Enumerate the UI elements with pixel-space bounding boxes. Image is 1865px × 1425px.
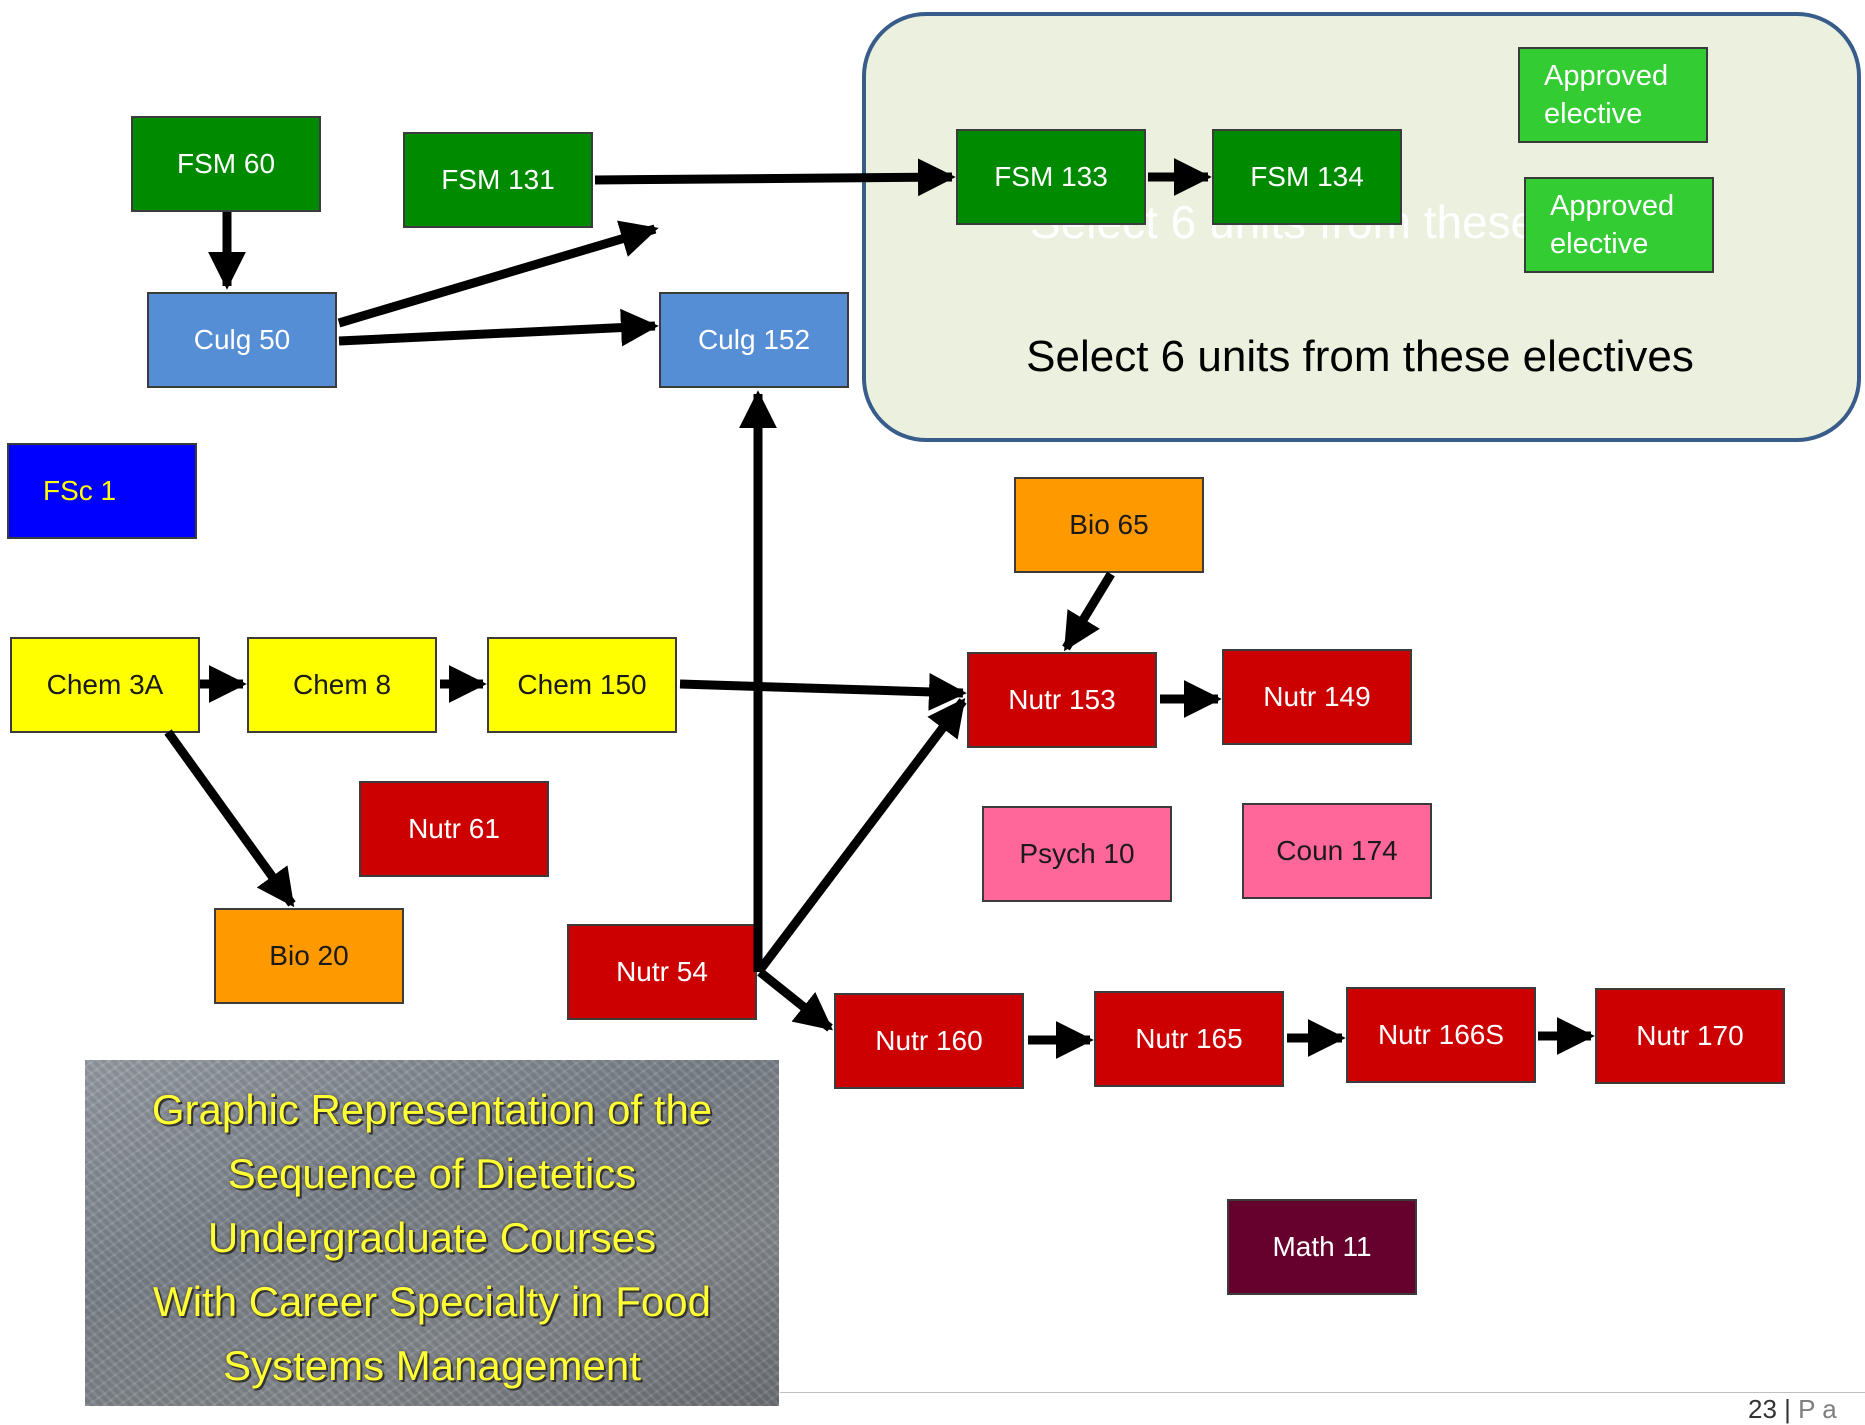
electives-panel-caption: Select 6 units from these electives [1026,332,1694,381]
title-line-4: With Career Specialty in Food [153,1278,711,1325]
course-culg-50: Culg 50 [147,292,337,388]
course-nutr-149: Nutr 149 [1222,649,1412,745]
course-chem-150: Chem 150 [487,637,677,733]
course-fsc-1: FSc 1 [7,443,197,539]
course-nutr-153: Nutr 153 [967,652,1157,748]
course-math-11: Math 11 [1227,1199,1417,1295]
page-word: P a [1798,1394,1837,1424]
course-nutr-54: Nutr 54 [567,924,757,1020]
arrow-culg50-to-culg152 [338,308,659,347]
course-fsm-60: FSM 60 [131,116,321,212]
course-nutr-170: Nutr 170 [1595,988,1785,1084]
course-fsm-131: FSM 131 [403,132,593,228]
arrow-bio65-to-nutr153 [1062,571,1115,652]
course-fsm-134: FSM 134 [1212,129,1402,225]
arrow-nutr54-to-nutr160 [757,968,833,1032]
course-approved-elective-2: Approved elective [1524,177,1714,273]
title-line-2: Sequence of Dietetics [227,1150,637,1197]
course-fsm-133: FSM 133 [956,129,1146,225]
course-nutr-160: Nutr 160 [834,993,1024,1089]
page-number: 23 [1748,1394,1777,1424]
arrow-nutr54-to-nutr153 [756,697,967,973]
diagram-title-card: Graphic Representation of the Sequence o… [85,1060,779,1406]
course-nutr-61: Nutr 61 [359,781,549,877]
arrow-chem3a-to-bio20 [164,729,296,908]
title-line-1: Graphic Representation of the [151,1086,713,1133]
course-approved-elective-1: Approved elective [1518,47,1708,143]
course-nutr-165: Nutr 165 [1094,991,1284,1087]
course-chem-3a: Chem 3A [10,637,200,733]
arrow-culg50-up [337,220,659,328]
course-nutr-166s: Nutr 166S [1346,987,1536,1083]
course-chem-8: Chem 8 [247,637,437,733]
course-culg-152: Culg 152 [659,292,849,388]
page-separator: | [1784,1394,1791,1424]
course-bio-65: Bio 65 [1014,477,1204,573]
title-line-5: Systems Management [223,1342,641,1389]
title-line-3: Undergraduate Courses [207,1214,657,1261]
arrow-fsm131-to-fsm133 [594,158,956,197]
course-bio-20: Bio 20 [214,908,404,1004]
footer-rule [780,1392,1865,1393]
arrow-chem150-to-nutr153 [679,673,967,711]
course-coun-174: Coun 174 [1242,803,1432,899]
course-psych-10: Psych 10 [982,806,1172,902]
